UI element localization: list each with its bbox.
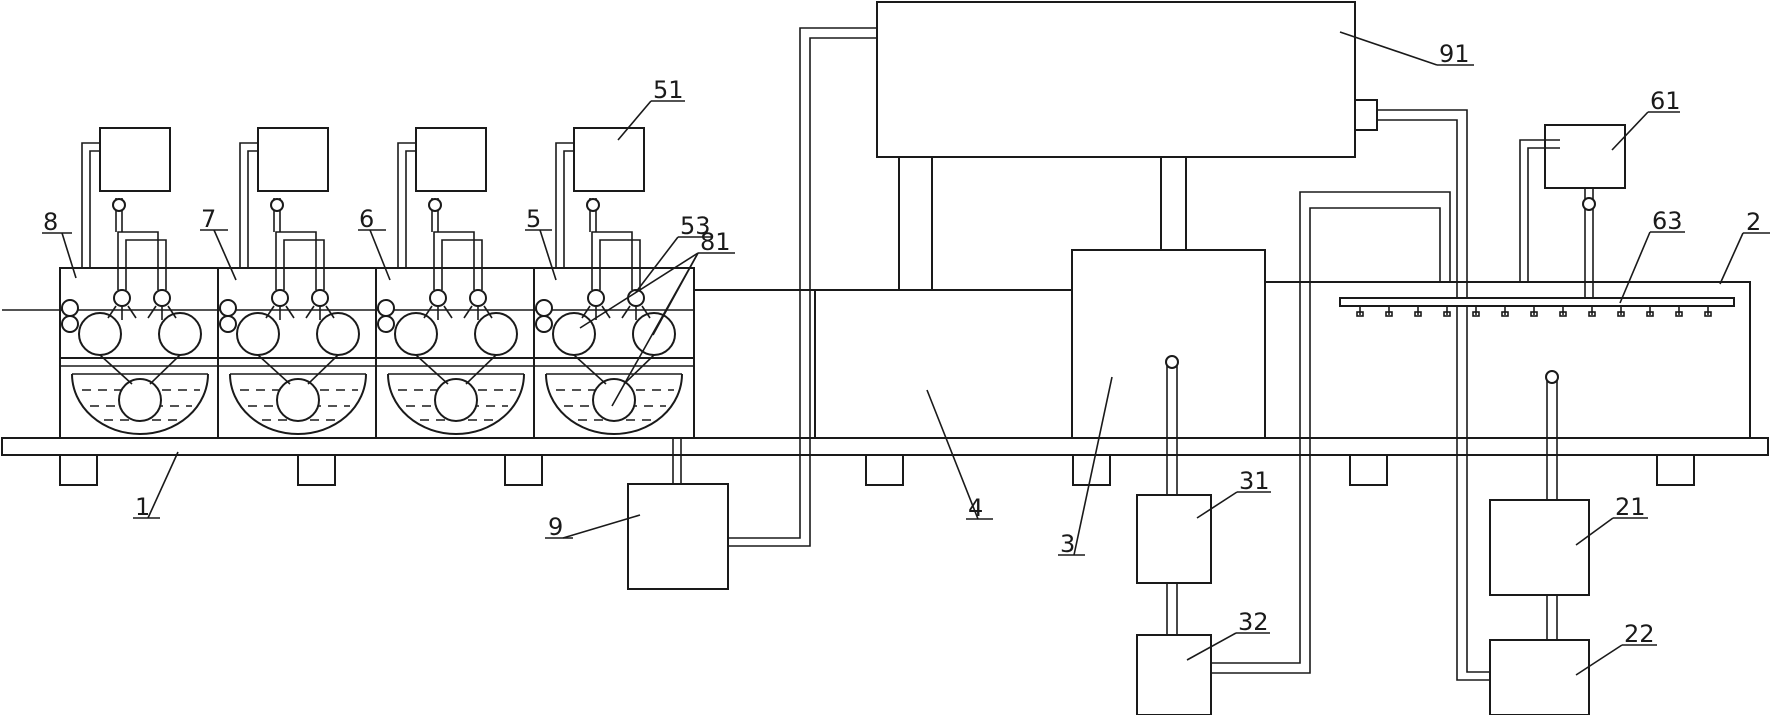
label-2: 2 [1746,208,1761,236]
label-91: 91 [1439,40,1470,68]
label-32: 32 [1238,608,1269,636]
label-22: 22 [1624,620,1655,648]
part-labels: 8 7 6 5 51 53 81 91 61 63 2 1 9 4 3 31 3… [43,40,1761,648]
wash-station-8 [59,127,221,439]
label-81: 81 [700,228,731,256]
base-frame [1,437,1769,486]
chamber-3 [1071,249,1266,439]
label-6: 6 [359,205,374,233]
units-21-22 [1489,370,1590,715]
label-61: 61 [1650,87,1681,115]
wash-station-5 [533,127,695,439]
pipe-32-to-2 [1212,191,1451,674]
label-21: 21 [1615,493,1646,521]
label-4: 4 [968,494,983,522]
label-31: 31 [1239,467,1270,495]
label-8: 8 [43,208,58,236]
leader-lines [42,31,1770,676]
label-3: 3 [1060,530,1075,558]
label-51: 51 [653,76,684,104]
label-63: 63 [1652,207,1683,235]
unit-9 [627,483,729,590]
wash-station-6 [375,127,537,439]
tank-91 [876,1,1378,290]
pipe-9-to-91 [671,27,877,547]
label-9: 9 [548,513,563,541]
label-53: 53 [680,212,711,240]
middle-housing [692,289,1072,438]
spray-bar-63 [1339,124,1735,317]
label-1: 1 [135,493,150,521]
units-31-32 [1136,355,1212,715]
pipe-91-to-22 [1377,109,1490,681]
wash-station-7 [217,127,379,439]
label-5: 5 [526,205,541,233]
label-7: 7 [201,205,216,233]
